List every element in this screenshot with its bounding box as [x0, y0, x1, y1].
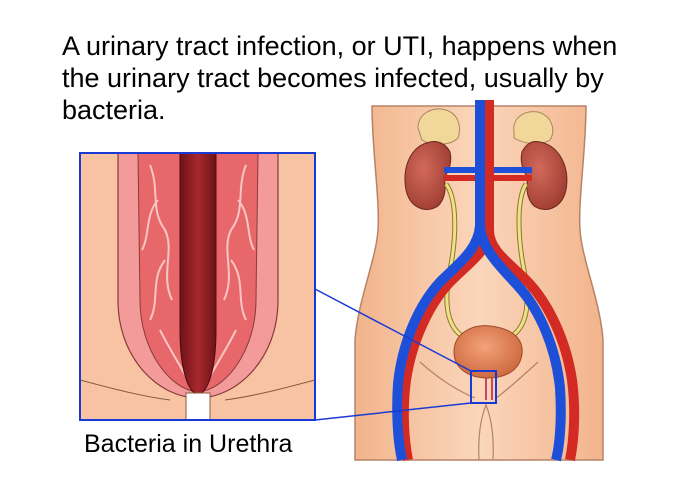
kidney-right	[520, 141, 568, 210]
intro-text: A urinary tract infection, or UTI, happe…	[62, 31, 618, 125]
aorta	[398, 100, 494, 461]
aorta-right-branch	[484, 229, 580, 461]
inset-groin-left	[79, 379, 171, 401]
inset-caption: Bacteria in Urethra	[84, 430, 293, 458]
adrenal-glands	[417, 108, 554, 145]
blood-vessels	[392, 100, 580, 462]
bladder-body	[453, 325, 523, 379]
vena-cava-right-branch	[475, 225, 566, 462]
urethra-opening	[185, 392, 211, 421]
callout-source-box	[470, 370, 497, 404]
bladder	[453, 325, 523, 400]
adrenal-right	[513, 111, 554, 145]
callout-lines	[314, 288, 472, 421]
urethra-vessel-lines	[141, 164, 255, 381]
vena-cava	[392, 100, 485, 462]
ureter-right-fill	[511, 183, 529, 338]
urethra-small	[485, 378, 493, 400]
kidney-left	[404, 141, 452, 210]
inset-border	[79, 152, 316, 421]
inset-groin-right	[224, 379, 316, 401]
zoomed-inset	[79, 152, 316, 421]
leg-gap	[478, 403, 494, 461]
kidneys	[404, 141, 568, 210]
groin-line-right	[495, 361, 539, 399]
urethra-lumen	[179, 152, 217, 396]
